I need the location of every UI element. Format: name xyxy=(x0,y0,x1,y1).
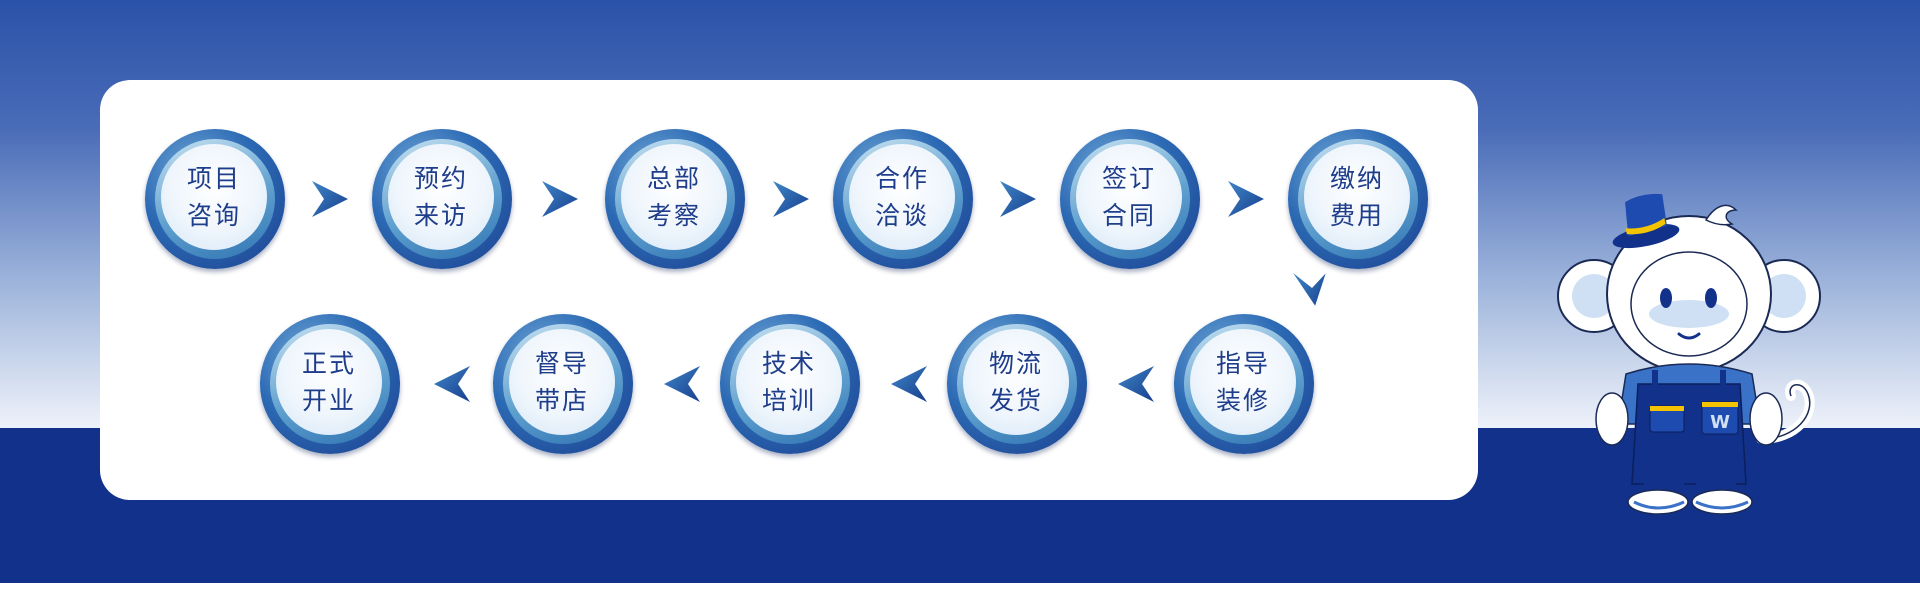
step-pay-fees: 缴纳 费用 xyxy=(1288,129,1428,269)
step-label-line-2: 来访 xyxy=(413,201,468,230)
step-label-line-2: 开业 xyxy=(301,386,356,415)
step-label-line-2: 合同 xyxy=(1101,201,1156,230)
step-label-line-1: 正式 xyxy=(301,349,356,378)
step-label-line-2: 发货 xyxy=(988,386,1043,415)
step-sign-contract: 签订 合同 xyxy=(1060,129,1200,269)
step-label-line-2: 装修 xyxy=(1215,386,1270,415)
step-label-line-1: 预约 xyxy=(413,164,468,193)
monkey-mascot-illustration: W xyxy=(1557,193,1821,515)
step-label-line-1: 指导 xyxy=(1215,349,1270,378)
step-label-line-1: 物流 xyxy=(988,349,1043,378)
step-label-line-1: 技术 xyxy=(761,349,816,378)
step-label-line-1: 督导 xyxy=(534,349,589,378)
step-hq-inspection: 总部 考察 xyxy=(605,129,745,269)
step-renovation-guidance: 指导 装修 xyxy=(1174,314,1314,454)
step-label-line-2: 洽谈 xyxy=(874,201,929,230)
arrow-right-icon xyxy=(1000,181,1036,217)
step-grand-opening: 正式 开业 xyxy=(260,314,400,454)
arrow-down-icon xyxy=(1293,273,1326,306)
step-cooperation-talk: 合作 洽谈 xyxy=(833,129,973,269)
background-bottom-strip xyxy=(0,583,1920,589)
arrow-right-icon xyxy=(542,181,578,217)
arrow-right-icon xyxy=(312,181,348,217)
arrow-left-icon xyxy=(434,366,470,402)
arrow-right-icon xyxy=(773,181,809,217)
mascot-badge-letter: W xyxy=(1710,412,1730,433)
step-label-line-2: 咨询 xyxy=(186,201,241,230)
arrow-left-icon xyxy=(891,366,927,402)
arrow-left-icon xyxy=(664,366,700,402)
step-label-line-1: 缴纳 xyxy=(1329,164,1384,193)
step-label-line-2: 培训 xyxy=(761,386,816,415)
step-label-line-2: 费用 xyxy=(1329,201,1384,230)
step-label-line-2: 带店 xyxy=(534,386,589,415)
step-project-consult: 项目 咨询 xyxy=(145,129,285,269)
step-label-line-1: 签订 xyxy=(1101,164,1156,193)
process-panel: 项目 咨询 预约 来访 总部 考察 合作 洽谈 签订 合同 缴纳 xyxy=(100,80,1478,500)
step-label-line-2: 考察 xyxy=(646,201,701,230)
step-appointment-visit: 预约 来访 xyxy=(372,129,512,269)
arrow-right-icon xyxy=(1228,181,1264,217)
step-logistics-shipping: 物流 发货 xyxy=(947,314,1087,454)
step-label-line-1: 总部 xyxy=(646,164,701,193)
step-technical-training: 技术 培训 xyxy=(720,314,860,454)
arrow-left-icon xyxy=(1118,366,1154,402)
step-label-line-1: 合作 xyxy=(874,164,929,193)
step-label-line-1: 项目 xyxy=(186,164,241,193)
step-store-supervision: 督导 带店 xyxy=(493,314,633,454)
